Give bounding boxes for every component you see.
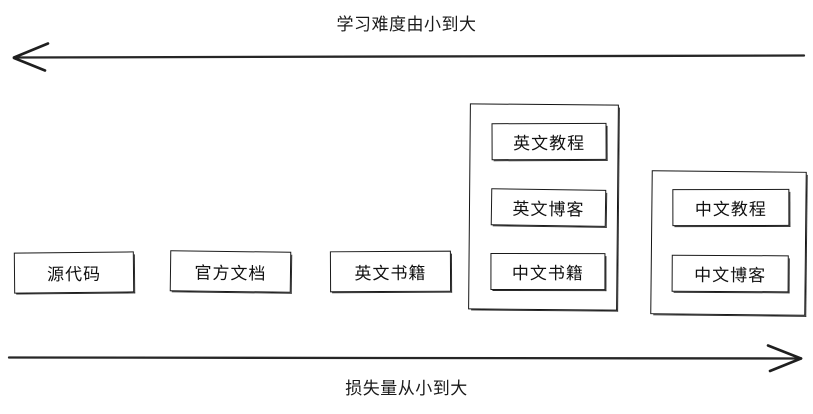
node-label: 英文书籍 [354,263,427,285]
node-label: 中文教程 [694,199,767,221]
node-label: 中文书籍 [511,264,584,285]
node-chinese-tutorial[interactable]: 中文教程 [672,188,790,227]
node-label: 英文博客 [512,199,585,221]
loss-axis-arrow [7,344,803,373]
node-label: 英文教程 [513,133,586,155]
group-english-resources[interactable]: 英文教程 英文博客 中文书籍 [468,103,619,311]
node-english-books[interactable]: 英文书籍 [329,250,452,293]
group-chinese-resources[interactable]: 中文教程 中文博客 [650,170,807,316]
node-source-code[interactable]: 源代码 [13,251,135,294]
node-official-docs[interactable]: 官方文档 [169,250,292,293]
node-english-tutorial[interactable]: 英文教程 [491,122,607,161]
top-axis-label: 学习难度由小到大 [336,15,477,35]
difficulty-axis-arrow [12,42,806,72]
node-label: 官方文档 [194,263,267,285]
node-chinese-blog[interactable]: 中文博客 [671,254,789,293]
node-label: 中文博客 [694,265,767,287]
node-english-blog[interactable]: 英文博客 [490,188,607,227]
bottom-axis-label: 损失量从小到大 [345,379,468,399]
node-chinese-books[interactable]: 中文书籍 [490,252,606,291]
node-label: 源代码 [46,264,102,286]
